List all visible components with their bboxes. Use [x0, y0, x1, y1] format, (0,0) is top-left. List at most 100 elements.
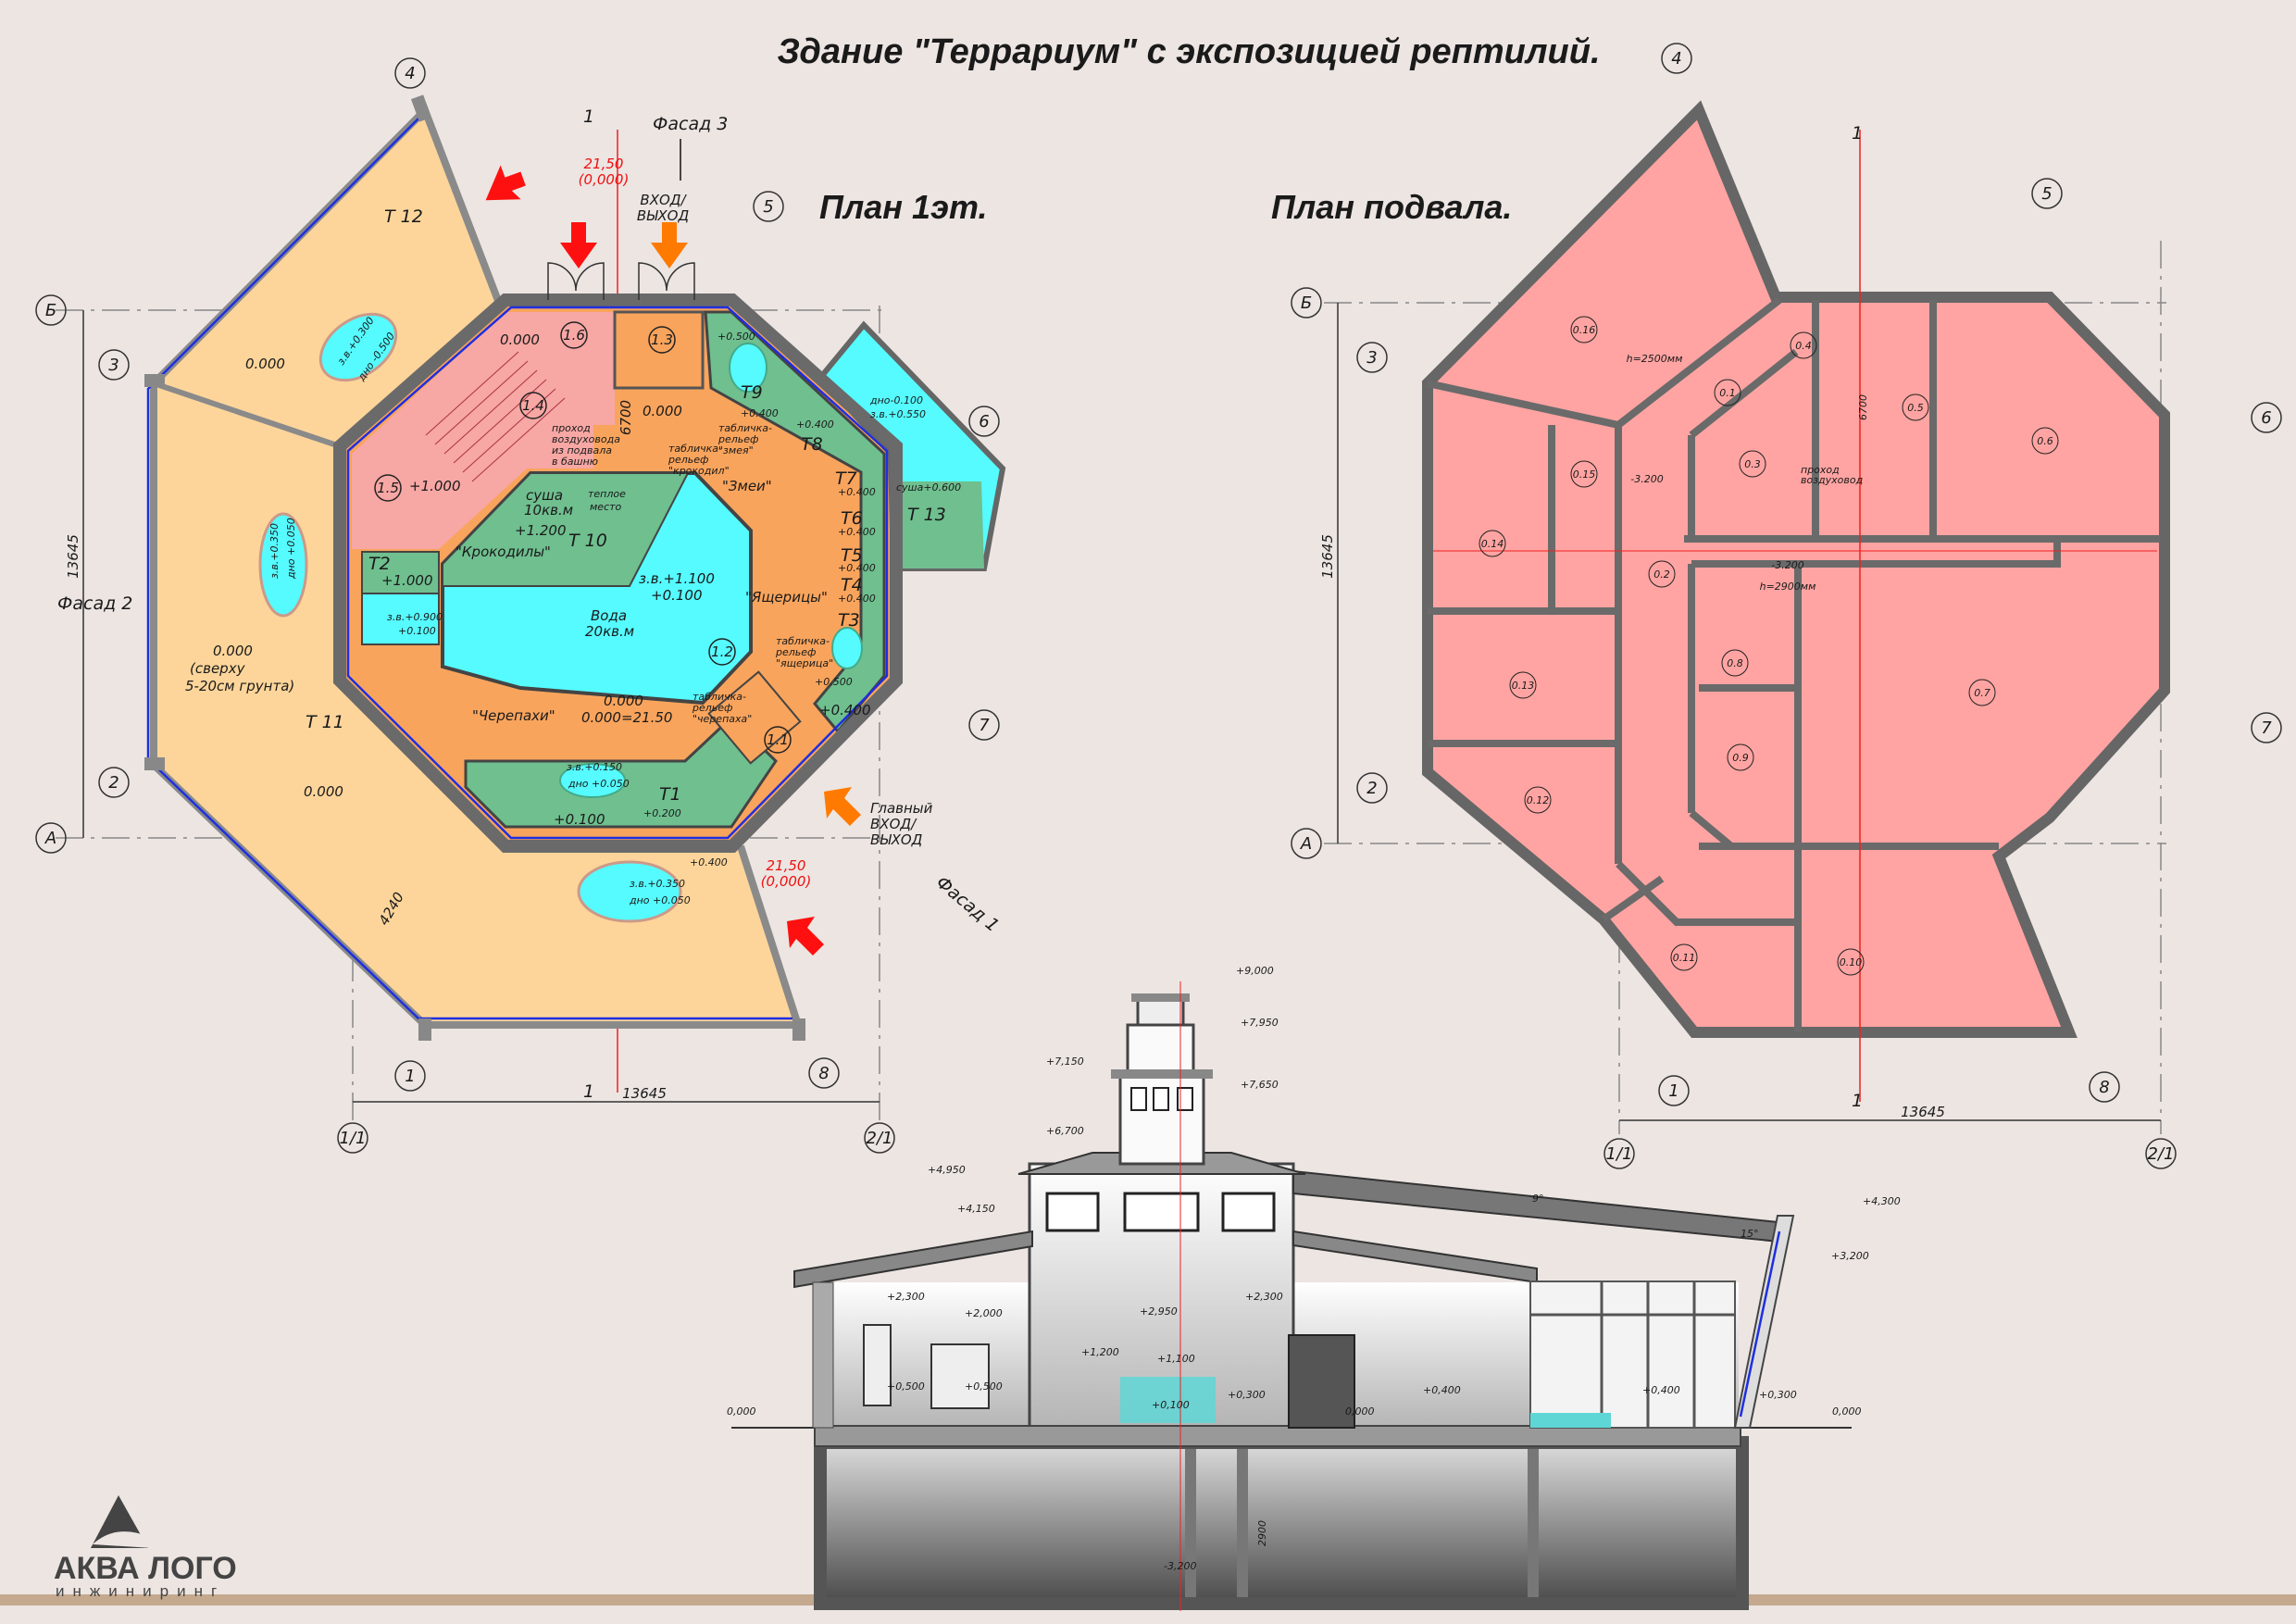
drawing-label: дно +0.050	[285, 518, 297, 580]
drawing-label: +0.400	[838, 562, 876, 574]
drawing-label: 10кв.м	[524, 502, 573, 518]
drawing-mark	[808, 1057, 840, 1089]
drawing-label: 9°	[1532, 1193, 1544, 1205]
drawing-label: "черепаха"	[693, 713, 752, 725]
drawing-label: Т4	[841, 575, 863, 595]
drawing-label: рельеф	[775, 646, 816, 658]
section-mark: 1	[583, 1081, 594, 1102]
basement-wall	[1528, 1449, 1539, 1597]
drawing-mark	[1603, 1138, 1635, 1169]
dimension-label: 13645	[1901, 1104, 1945, 1120]
drawing-mark	[2031, 427, 2059, 455]
drawing-label: +0.100	[651, 587, 703, 604]
yard-partition	[153, 381, 341, 449]
tower-windows	[1045, 1192, 1276, 1232]
drawing-mark: 0.15	[1570, 460, 1598, 488]
terrarium-t2-land	[361, 551, 440, 594]
drawing-mark	[1902, 394, 1929, 421]
terrariums-t3-t9	[704, 310, 886, 734]
elevation-mark: 21,50	[767, 857, 806, 874]
lantern-windows	[1130, 1087, 1193, 1111]
drawing-label: h=2900мм	[1760, 581, 1816, 593]
drawing-label: +4,150	[957, 1203, 995, 1215]
drawing-label: з.в.+1.100	[639, 570, 715, 587]
drawing-label: из подвала	[552, 444, 612, 456]
drawing-mark	[2031, 178, 2063, 209]
drawing-mark	[1221, 1192, 1276, 1232]
axis-bubble: 1/1	[1603, 1138, 1635, 1169]
drawing-mark: 1.4	[519, 392, 547, 419]
basement-wall	[1237, 1449, 1248, 1597]
floor-slab	[814, 1425, 1741, 1447]
drawing-label: 7	[979, 716, 990, 735]
entrance-doors	[547, 262, 695, 300]
drawing-label: +0.500	[718, 331, 755, 343]
drawing-mark	[1509, 671, 1537, 699]
drawing-mark: 0.9	[1727, 743, 1754, 771]
axis-bubble: 3	[98, 349, 130, 381]
drawing-label: +0.400	[838, 486, 876, 498]
drawing-mark	[453, 379, 547, 464]
axis-bubble: 7	[2251, 712, 2282, 743]
axis-bubble: Б	[35, 294, 67, 326]
axis-bubble: 1	[1658, 1075, 1690, 1106]
drawing-label: 1.5	[377, 480, 399, 496]
drawing-label: 0.2	[1653, 568, 1670, 581]
drawing-label: 0.16	[1573, 324, 1596, 336]
drawing-mark	[1123, 1192, 1200, 1232]
drawing-mark	[394, 1060, 426, 1092]
drawing-label: 1/1	[1606, 1144, 1633, 1164]
drawing-label: Т5	[841, 545, 863, 566]
drawing-label: дно-0.100	[869, 394, 923, 406]
drawing-mark	[764, 726, 792, 754]
section-mark: 1	[583, 106, 594, 127]
basement-plan: Б 3 2 А 4 5 6 7 1 8 1/1 2/1 13645 13645 …	[1291, 43, 2282, 1169]
pond-yard-south	[577, 860, 682, 923]
drawing-label: Т9	[741, 382, 763, 403]
drawing-mark	[471, 397, 566, 482]
drawing-mark	[2251, 712, 2282, 743]
drawing-label: -3.200	[1771, 559, 1803, 571]
drawing-label: +0.400	[819, 702, 871, 718]
drawing-label: 0.12	[1527, 794, 1550, 806]
main-entrance-label: Главный	[870, 800, 933, 817]
terrarium-t2-water	[361, 593, 440, 645]
drawing-label: 2/1	[867, 1129, 893, 1148]
company-logo: АКВА ЛОГО инжиниринг	[54, 1495, 237, 1600]
drawing-label: табличка-	[776, 635, 830, 647]
drawing-mark: 1.5	[374, 474, 402, 502]
drawing-label: 0,000	[727, 1405, 756, 1418]
drawing-mark	[337, 1122, 368, 1154]
drawing-mark: 0.7	[1968, 679, 1996, 706]
drawing-label: 5-20см грунта)	[185, 678, 294, 694]
drawing-label: 0.1	[1719, 387, 1736, 399]
dimension-label: 13645	[622, 1085, 667, 1102]
lantern-cornice	[1111, 1069, 1213, 1079]
main-entrance-label: ВХОД/	[870, 816, 917, 832]
drawing-mark: 0.6	[2031, 427, 2059, 455]
drawing-label: 6	[979, 412, 989, 431]
drawing-label: "Ящерицы"	[745, 589, 828, 606]
entrance-label: ВХОД/	[640, 192, 687, 208]
axis-bubble: 2/1	[864, 1122, 895, 1154]
drawing-label: +0.200	[643, 807, 681, 819]
drawing-label: в башню	[552, 456, 598, 468]
drawing-mark	[1427, 380, 1619, 429]
drawing-label: 2900	[1256, 1520, 1268, 1546]
drawing-label: +1.000	[381, 572, 433, 589]
section-wall	[812, 1281, 834, 1429]
axis-bubble: 6	[2251, 402, 2282, 433]
drawing-label: +2,300	[887, 1291, 925, 1303]
pond-t9	[729, 343, 767, 393]
drawing-mark	[1356, 772, 1388, 804]
drawing-label: +0.400	[690, 856, 728, 868]
drawing-label: +0.100	[554, 811, 605, 828]
drawing-mark: 0.2	[1648, 560, 1676, 588]
drawing-label: +3,200	[1831, 1250, 1869, 1262]
drawing-label: "змея"	[718, 444, 754, 456]
drawing-label: 8	[2099, 1078, 2109, 1097]
drawing-label: А	[1300, 834, 1312, 854]
drawing-mark	[1648, 560, 1676, 588]
drawing-mark	[1837, 948, 1865, 976]
drawing-label: з.в.+0.350	[268, 523, 281, 579]
